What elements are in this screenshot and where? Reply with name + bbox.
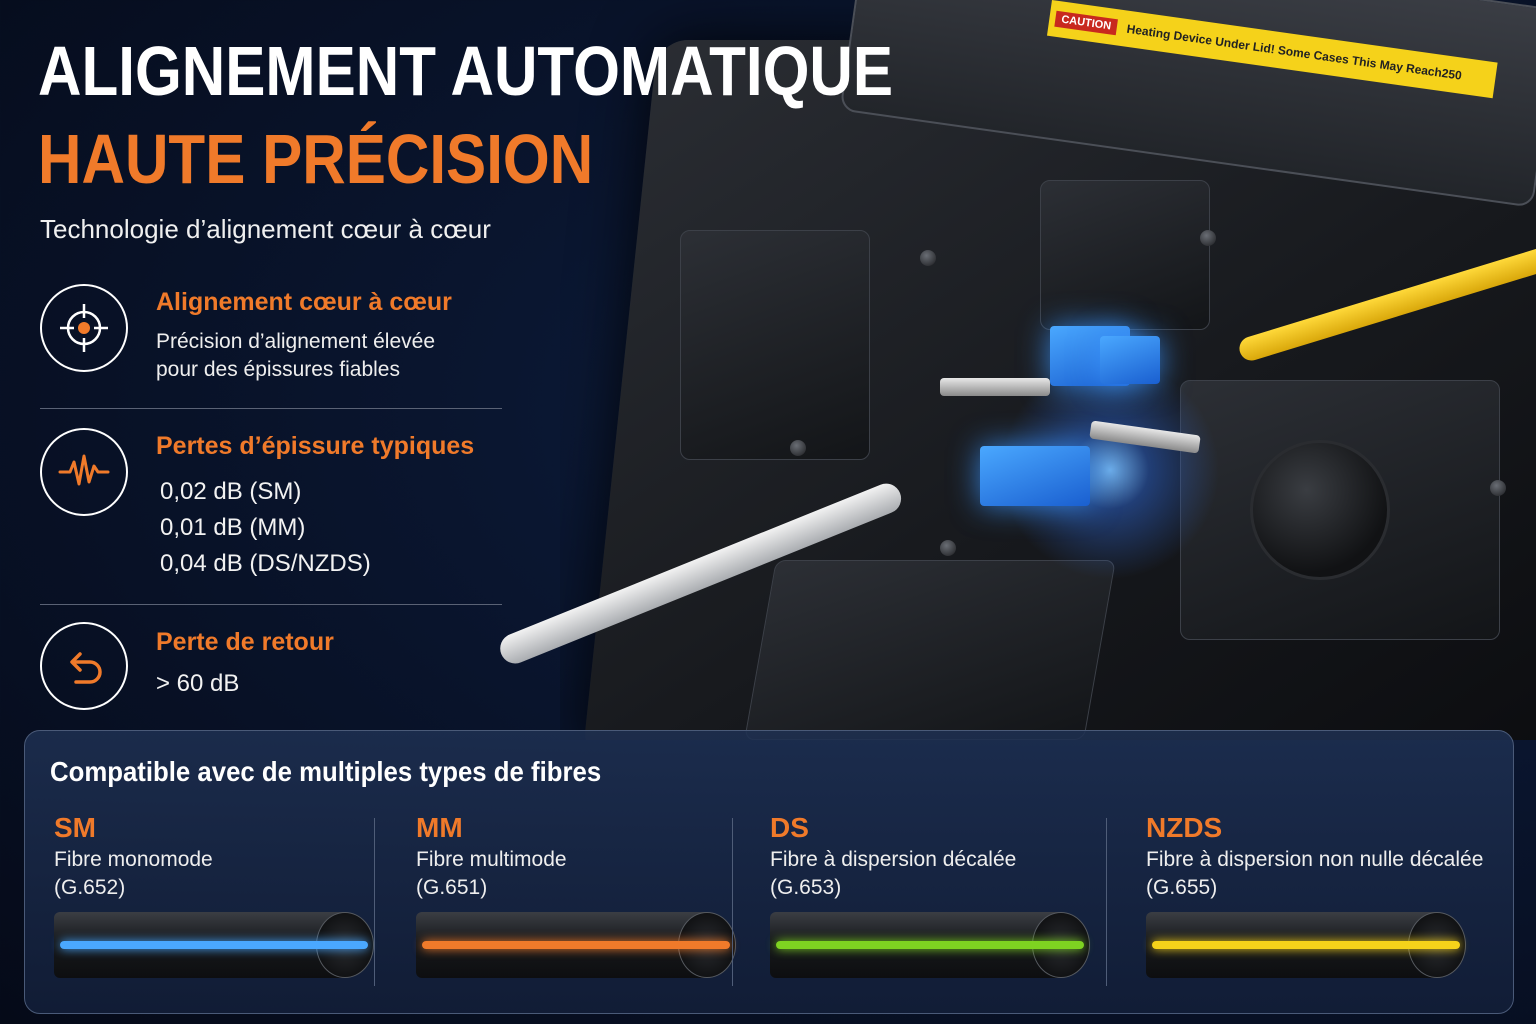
headline-line1: ALIGNEMENT AUTOMATIQUE [38, 32, 894, 110]
screw [940, 540, 956, 556]
fiber-card-sm: SM Fibre monomode (G.652) [54, 812, 394, 992]
fiber-card-mm: MM Fibre multimode (G.651) [416, 812, 756, 992]
subtitle: Technologie d’alignement cœur à cœur [40, 214, 491, 244]
fusion-splicer-image: CAUTION Heating Device Under Lid! Some C… [560, 0, 1536, 740]
electrode-left [940, 378, 1050, 396]
fiber-code: SM [54, 812, 96, 843]
panel-title: Compatible avec de multiples types de fi… [50, 756, 602, 787]
headline-line2: HAUTE PRÉCISION [38, 120, 594, 198]
fiber-core [1152, 941, 1460, 949]
fiber-core [776, 941, 1084, 949]
splice-loss-ds-nzds: 0,04 dB (DS/NZDS) [160, 550, 371, 577]
screw [1490, 480, 1506, 496]
camera-housing [1040, 180, 1210, 330]
fiber-standard: (G.652) [54, 876, 126, 899]
v-groove-clamp-right [1100, 336, 1160, 384]
caution-tag: CAUTION [1054, 10, 1119, 36]
fiber-standard: (G.651) [416, 876, 488, 899]
fiber-core [60, 941, 368, 949]
fiber-card-nzds: NZDS Fibre à dispersion non nulle décalé… [1146, 812, 1486, 992]
v-groove-clamp-left [980, 446, 1090, 506]
fiber-name: Fibre à dispersion décalée [770, 848, 1017, 871]
fiber-code: NZDS [1146, 812, 1223, 843]
separator [732, 818, 733, 986]
fiber-standard: (G.653) [770, 876, 842, 899]
fiber-card-ds: DS Fibre à dispersion décalée (G.653) [770, 812, 1110, 992]
fiber-standard: (G.655) [1146, 876, 1218, 899]
target-crosshair-icon [40, 284, 128, 372]
left-clamp-housing [680, 230, 870, 460]
feature-title: Alignement cœur à cœur [156, 288, 452, 316]
screw [790, 440, 806, 456]
waveform-icon [40, 428, 128, 516]
splice-loss-mm: 0,01 dB (MM) [160, 514, 306, 541]
fiber-name: Fibre monomode [54, 848, 213, 871]
fiber-code: MM [416, 812, 463, 843]
feature-title: Perte de retour [156, 628, 334, 656]
splice-loss-sm: 0,02 dB (SM) [160, 478, 302, 505]
fiber-name: Fibre multimode [416, 848, 567, 871]
feature-return-loss: Perte de retour > 60 dB [40, 622, 504, 712]
return-loss-value: > 60 dB [156, 670, 240, 697]
fiber-core [422, 941, 730, 949]
adjustment-knob [1250, 440, 1390, 580]
screw [1200, 230, 1216, 246]
divider [40, 408, 502, 409]
feature-core-alignment: Alignement cœur à cœur Précision d’align… [40, 284, 504, 384]
feature-title: Pertes d’épissure typiques [156, 432, 475, 460]
return-arrow-icon [40, 622, 128, 710]
separator [374, 818, 375, 986]
fiber-code: DS [770, 812, 809, 843]
feature-text: pour des épissures fiables [156, 358, 400, 381]
separator [1106, 818, 1107, 986]
screw [920, 250, 936, 266]
feature-text: Précision d’alignement élevée [156, 330, 435, 353]
divider [40, 604, 502, 605]
fiber-name: Fibre à dispersion non nulle décalée [1146, 848, 1484, 871]
front-cover [744, 560, 1116, 740]
feature-splice-loss: Pertes d’épissure typiques 0,02 dB (SM) … [40, 428, 504, 588]
